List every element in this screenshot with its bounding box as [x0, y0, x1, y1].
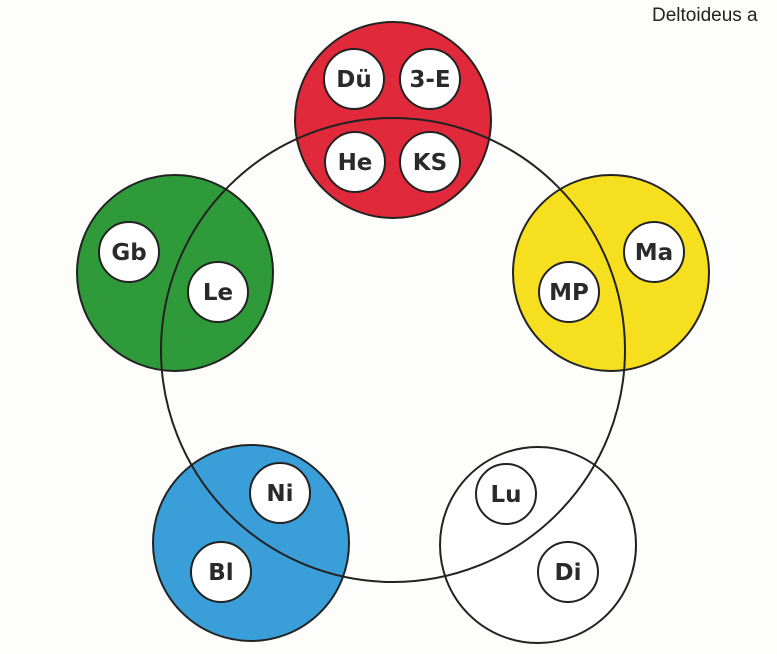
- element-red-circle: [294, 21, 492, 219]
- token-ks: KS: [399, 131, 461, 193]
- element-white-circle: [439, 446, 637, 644]
- token-di-label: Di: [555, 560, 582, 586]
- caption-text: Deltoideus a: [652, 5, 758, 26]
- token-di: Di: [537, 541, 599, 603]
- token-bl: Bl: [190, 541, 252, 603]
- token-ma-label: Ma: [635, 240, 673, 266]
- token-ma: Ma: [623, 221, 685, 283]
- token-le: Le: [187, 261, 249, 323]
- token-3e-label: 3-E: [409, 67, 450, 93]
- token-mp: MP: [538, 261, 600, 323]
- token-ks-label: KS: [413, 150, 447, 176]
- token-gb-label: Gb: [111, 240, 146, 266]
- cycle-circle: [160, 117, 626, 583]
- token-he-label: He: [338, 150, 373, 176]
- token-lu-label: Lu: [490, 482, 521, 508]
- token-he: He: [324, 131, 386, 193]
- token-mp-label: MP: [549, 280, 589, 306]
- token-du: Dü: [323, 48, 385, 110]
- token-le-label: Le: [203, 280, 233, 306]
- token-3e: 3-E: [399, 48, 461, 110]
- token-gb: Gb: [98, 221, 160, 283]
- token-lu: Lu: [475, 463, 537, 525]
- token-du-label: Dü: [336, 67, 371, 93]
- token-ni: Ni: [249, 462, 311, 524]
- element-blue-circle: [152, 444, 350, 642]
- token-ni-label: Ni: [266, 481, 293, 507]
- token-bl-label: Bl: [208, 560, 233, 586]
